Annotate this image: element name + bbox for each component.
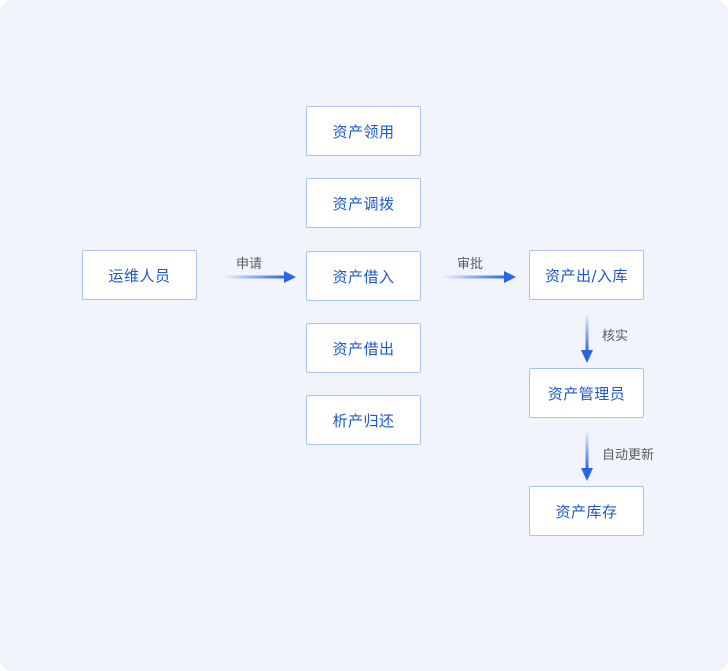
node-asset-admin: 资产管理员 bbox=[529, 368, 644, 418]
node-asset-borrow-in: 资产借入 bbox=[306, 251, 421, 301]
node-asset-borrow-out: 资产借出 bbox=[306, 323, 421, 373]
node-asset-borrow-in-label: 资产借入 bbox=[332, 267, 395, 286]
edge-apply-label: 申请 bbox=[236, 257, 263, 272]
node-asset-borrow-out-label: 资产借出 bbox=[332, 339, 395, 358]
edge-verify-label: 核实 bbox=[602, 329, 629, 344]
verify-arrow bbox=[581, 313, 593, 363]
node-asset-admin-label: 资产管理员 bbox=[547, 384, 626, 403]
node-asset-in-out-label: 资产出/入库 bbox=[544, 266, 629, 285]
node-asset-allocate-label: 资产调拨 bbox=[332, 194, 395, 213]
node-asset-inventory-label: 资产库存 bbox=[555, 502, 618, 521]
node-asset-return: 析产归还 bbox=[306, 395, 421, 445]
auto-update-arrow bbox=[581, 430, 593, 481]
node-asset-receive-label: 资产领用 bbox=[332, 122, 395, 141]
node-asset-return-label: 析产归还 bbox=[332, 411, 395, 430]
node-asset-inventory: 资产库存 bbox=[529, 486, 644, 536]
node-ops-staff-label: 运维人员 bbox=[108, 266, 171, 285]
node-asset-receive: 资产领用 bbox=[306, 106, 421, 156]
node-asset-in-out: 资产出/入库 bbox=[529, 250, 644, 300]
approve-arrow bbox=[442, 271, 516, 283]
edge-approve-label: 审批 bbox=[457, 257, 484, 272]
node-asset-allocate: 资产调拨 bbox=[306, 178, 421, 228]
node-ops-staff: 运维人员 bbox=[82, 250, 197, 300]
apply-arrow bbox=[222, 271, 296, 283]
edge-auto-update-label: 自动更新 bbox=[602, 448, 655, 463]
